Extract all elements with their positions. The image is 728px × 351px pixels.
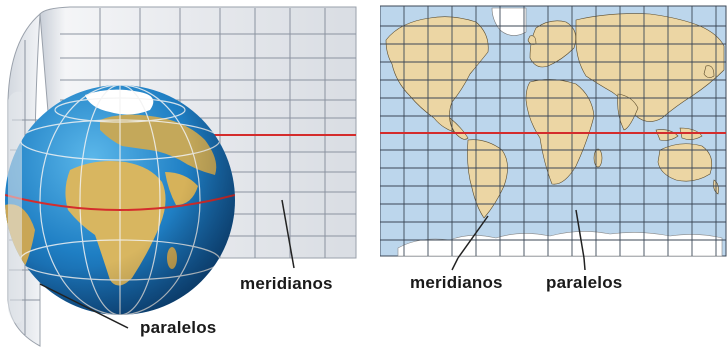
- left-parallels-pointer: [39, 283, 129, 329]
- map-continents: [385, 7, 725, 257]
- cylinder-front-edge: [8, 91, 22, 324]
- right-pointer-tails: [451, 257, 586, 271]
- mercator-map: [380, 5, 727, 259]
- left-meridians-label: meridianos: [240, 274, 333, 293]
- right-meridians-label: meridianos: [410, 273, 503, 292]
- map-parallels: [380, 25, 726, 241]
- left-parallels-label: paralelos: [140, 318, 217, 337]
- map-meridians: [403, 6, 717, 256]
- right-parallels-pointer: [575, 209, 585, 259]
- right-meridians-pointer: [457, 215, 489, 259]
- cylinder-projection-illustration: [5, 6, 357, 347]
- globe: [5, 85, 235, 315]
- right-parallels-label: paralelos: [546, 273, 623, 292]
- left-meridians-pointer: [281, 199, 295, 269]
